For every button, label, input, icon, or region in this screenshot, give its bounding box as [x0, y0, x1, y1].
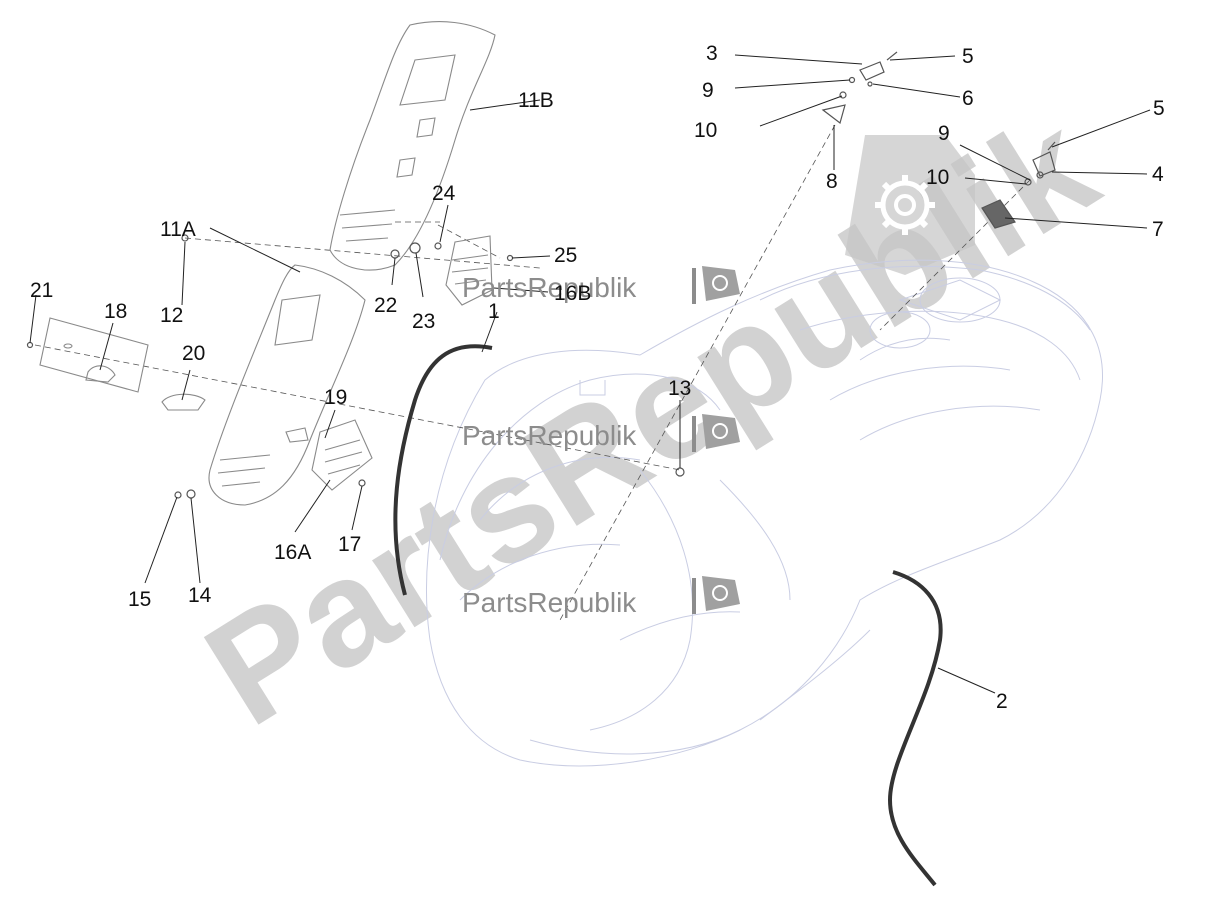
label-10a: 10 — [694, 119, 717, 142]
label-14: 14 — [188, 584, 212, 607]
part-20-bracket — [161, 393, 206, 411]
part-11a-cover — [208, 264, 366, 506]
big-watermark-text: PartsRepublik — [178, 80, 1123, 757]
small-watermark-2-text: PartsRepublik — [462, 420, 637, 451]
part-16a-grille — [285, 419, 373, 491]
label-2: 2 — [996, 690, 1008, 713]
label-25: 25 — [554, 244, 577, 267]
label-16b: 16B — [554, 282, 591, 305]
label-19: 19 — [324, 386, 347, 409]
small-watermark-3: PartsRepublik — [462, 576, 740, 618]
small-watermark-3-gear-icon — [702, 576, 740, 611]
small-watermark-2: PartsRepublik — [462, 414, 740, 452]
big-watermark: PartsRepublik — [178, 80, 1123, 757]
small-watermark-1-gear-icon — [702, 266, 740, 301]
small-watermarks: PartsRepublik PartsRepublik PartsRepubli… — [462, 266, 740, 618]
small-watermark-3-text: PartsRepublik — [462, 587, 637, 618]
small-watermark-1-text: PartsRepublik — [462, 272, 637, 303]
part-11b-cover — [329, 21, 496, 271]
label-20: 20 — [182, 342, 205, 365]
label-8: 8 — [826, 170, 838, 193]
part-18-plate — [39, 317, 149, 393]
label-15: 15 — [128, 588, 151, 611]
label-24: 24 — [432, 182, 456, 205]
part-16b-grille — [445, 235, 493, 306]
leader-lines — [29, 54, 1151, 694]
label-9b: 9 — [938, 122, 950, 145]
label-6: 6 — [962, 87, 974, 110]
assembly-lines — [34, 124, 1031, 621]
label-18: 18 — [104, 300, 127, 323]
part-1-gasket — [393, 344, 493, 596]
small-watermark-2-gear-icon — [702, 414, 740, 449]
label-9a: 9 — [702, 79, 714, 102]
label-10b: 10 — [926, 166, 949, 189]
big-watermark-gear-icon — [845, 135, 975, 275]
label-4: 4 — [1152, 163, 1164, 186]
label-17: 17 — [338, 533, 361, 556]
label-5a: 5 — [962, 45, 974, 68]
small-watermark-1: PartsRepublik — [462, 266, 740, 304]
label-7: 7 — [1152, 218, 1164, 241]
label-5b: 5 — [1153, 97, 1165, 120]
label-21: 21 — [30, 279, 53, 302]
label-11b: 11B — [518, 89, 554, 112]
callout-labels: 1 2 3 4 5 5 6 7 8 9 9 10 10 11A 11B 12 1… — [30, 42, 1165, 713]
label-1: 1 — [488, 300, 500, 323]
scooter-body — [426, 259, 1103, 767]
label-23: 23 — [412, 310, 435, 333]
label-11a: 11A — [160, 218, 196, 241]
label-13: 13 — [668, 377, 691, 400]
part-2-gasket — [887, 570, 943, 887]
label-16a: 16A — [274, 541, 311, 564]
label-3: 3 — [706, 42, 718, 65]
label-12: 12 — [160, 304, 183, 327]
label-22: 22 — [374, 294, 397, 317]
